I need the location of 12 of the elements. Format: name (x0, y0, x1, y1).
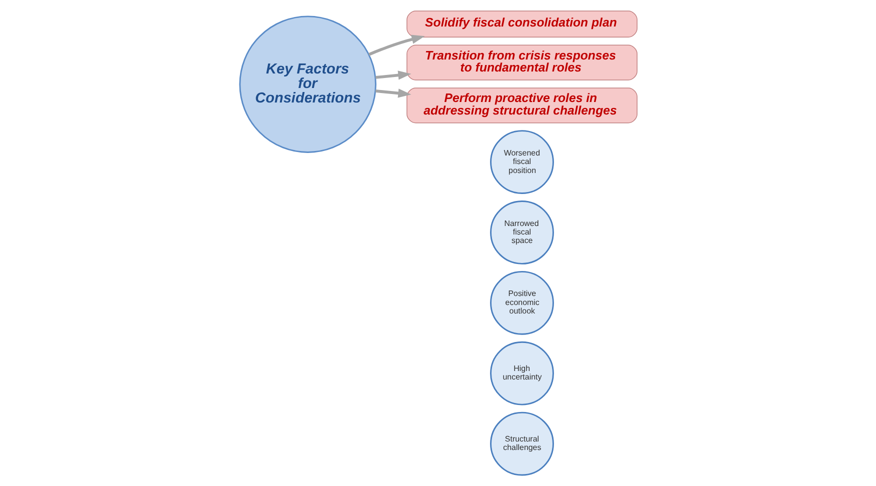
node-circle: Structural challenges (490, 412, 554, 476)
node-circle: Narrowed fiscal space (490, 200, 554, 264)
arrow (374, 88, 411, 98)
arrow (374, 70, 411, 80)
node-circle: Worsened fiscal position (490, 130, 554, 194)
node-box: Perform proactive roles in addressing structural challenges (406, 88, 637, 124)
node-box: Transition from crisis responses to fundamental roles (406, 44, 637, 80)
node-circle: Key Factors for Considerations (238, 16, 376, 153)
node-circle: Positive economic outlook (490, 270, 554, 335)
arrow (368, 34, 424, 56)
node-box: Solidify fiscal consolidation plan (406, 10, 637, 38)
node-circle: High uncertainty (490, 341, 554, 406)
